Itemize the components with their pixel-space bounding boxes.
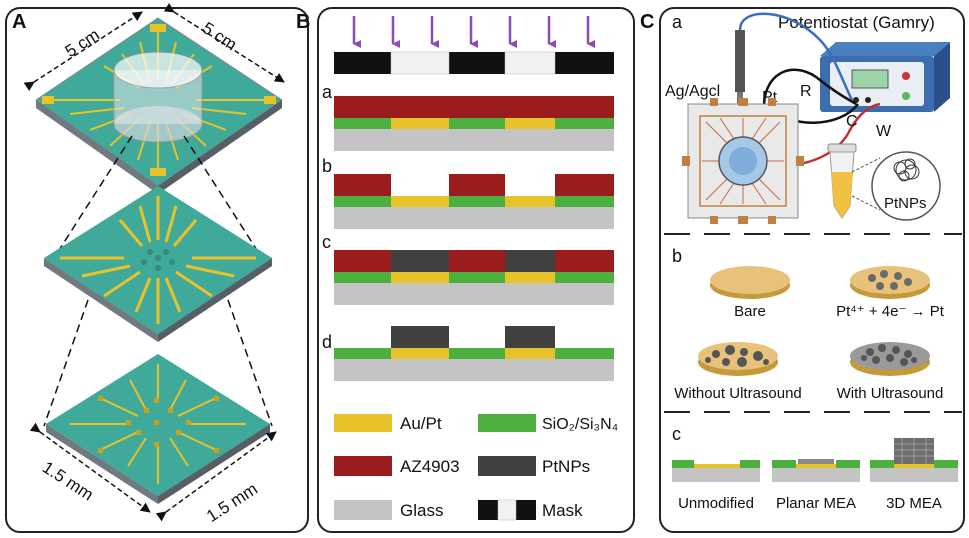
legend-swatch-glass [334,500,392,520]
step-c-letter: c [322,232,331,252]
lead-c-label: C [846,113,858,130]
legend-label-glass: Glass [400,501,443,520]
potentiostat-label: Potentiostat (Gamry) [778,13,935,32]
chip-middle [44,186,272,342]
legend-label-sio2: SiO₂/Si₃N₄ [542,416,618,433]
legend-swatch-az [334,456,392,476]
mea-3d [870,438,958,482]
ref-electrode-label: Ag/Agcl [665,83,720,100]
lead-r-label: R [800,83,812,100]
panel-b-letter: B [296,11,310,33]
panel-a: A [5,2,309,533]
label-with-ultrasound: With Ultrasound [837,385,944,402]
uv-arrows [352,16,595,48]
mask [334,51,614,75]
label-without-ultrasound: Without Ultrasound [674,385,802,402]
legend-label-mask: Mask [542,501,583,520]
legend-swatch-au [334,414,392,432]
label-planar: Planar MEA [776,495,856,512]
disk-with-ultrasound [850,342,930,376]
step-b-letter: b [322,156,332,176]
mea-chip-icon [682,98,804,224]
step-b-stack [334,174,614,229]
tube-icon [827,143,857,219]
nanoparticle-icon [871,151,941,221]
nanoparticle-label: PtNPs [884,195,927,212]
dim-top-left: 5 cm [62,25,103,61]
step-d-stack [334,326,614,381]
label-3d: 3D MEA [886,495,942,512]
panel-a-letter: A [12,11,26,33]
mea-unmodified [672,460,760,482]
panel-c: C a Potentiostat (Gamry) Ag/Agcl Pt [640,7,965,533]
label-bare: Bare [734,303,766,320]
sub-c-letter: c [672,424,681,444]
legend-label-az: AZ4903 [400,457,460,476]
lead-w-label: W [876,123,892,140]
step-a-letter: a [322,82,333,102]
disk-bare [710,266,790,299]
sub-a-letter: a [672,12,683,32]
legend-swatch-mask [478,499,536,521]
label-reaction: Pt⁴⁺ + 4e⁻ → Pt [836,303,945,320]
sub-b-letter: b [672,246,682,266]
panel-c-letter: C [640,11,654,33]
mea-planar [772,459,860,482]
step-a-stack [334,96,614,151]
legend-swatch-ptnps [478,456,536,476]
label-unmodified: Unmodified [678,495,754,512]
panel-b: B a b [296,7,635,533]
legend-label-au: Au/Pt [400,414,442,433]
step-c-stack [334,250,614,305]
legend: Au/Pt SiO₂/Si₃N₄ AZ4903 PtNPs Glass Mask [334,414,618,521]
legend-label-ptnps: PtNPs [542,457,590,476]
dim-bottom-left: 1.5 mm [39,458,97,505]
disk-reaction [850,266,930,299]
potentiostat-icon [820,42,950,112]
step-d-letter: d [322,332,332,352]
dim-bottom-right: 1.5 mm [203,479,261,526]
legend-swatch-sio2 [478,414,536,432]
disk-without-ultrasound [698,342,778,376]
